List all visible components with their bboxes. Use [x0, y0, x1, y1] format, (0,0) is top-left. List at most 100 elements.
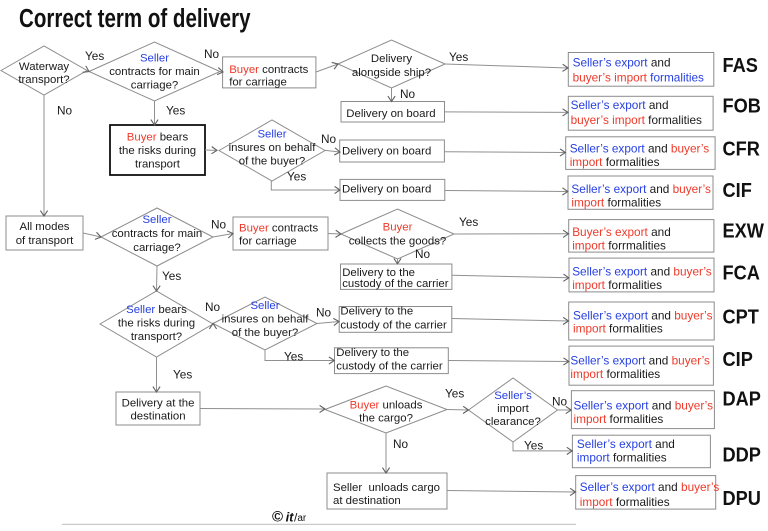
- svg-text:No: No: [400, 87, 416, 101]
- svg-text:No: No: [415, 247, 431, 261]
- svg-text:carriage?: carriage?: [131, 79, 179, 91]
- svg-text:Delivery on board: Delivery on board: [346, 108, 435, 120]
- svg-text:©it/ar: ©it/ar: [272, 509, 307, 526]
- svg-text:Delivery on board: Delivery on board: [342, 145, 431, 157]
- svg-text:destination: destination: [130, 411, 185, 423]
- svg-text:Buyer contracts: Buyer contracts: [229, 64, 308, 76]
- svg-text:No: No: [393, 437, 409, 451]
- svg-text:at destination: at destination: [333, 495, 401, 507]
- svg-text:collects the goods?: collects the goods?: [349, 235, 447, 247]
- svg-text:import formalities: import formalities: [571, 196, 661, 210]
- svg-text:the risks during: the risks during: [118, 317, 195, 329]
- svg-text:import formalities: import formalities: [574, 412, 664, 426]
- svg-text:CFR: CFR: [723, 139, 761, 161]
- svg-text:Yes: Yes: [162, 269, 181, 283]
- svg-text:Delivery: Delivery: [371, 53, 412, 65]
- svg-text:Buyer’s export and: Buyer’s export and: [572, 225, 671, 239]
- svg-text:transport?: transport?: [131, 331, 182, 343]
- svg-text:the risks during: the risks during: [119, 145, 196, 157]
- svg-text:insures on behalf: insures on behalf: [222, 314, 310, 326]
- svg-text:CIP: CIP: [723, 349, 754, 371]
- svg-text:Yes: Yes: [173, 368, 192, 382]
- svg-text:Yes: Yes: [284, 350, 303, 364]
- svg-text:Delivery to the: Delivery to the: [342, 267, 415, 279]
- svg-text:of the buyer?: of the buyer?: [239, 156, 306, 168]
- svg-text:Yes: Yes: [449, 50, 468, 64]
- svg-text:Seller’s export and: Seller’s export and: [577, 437, 675, 451]
- svg-text:No: No: [205, 300, 221, 314]
- svg-text:Seller: Seller: [142, 214, 171, 226]
- svg-text:Seller’s export and buyer’s: Seller’s export and buyer’s: [574, 399, 714, 413]
- svg-text:Delivery to the: Delivery to the: [340, 306, 413, 318]
- svg-text:of transport: of transport: [16, 235, 74, 247]
- svg-text:Seller’s export and buyer’s: Seller’s export and buyer’s: [580, 480, 720, 494]
- svg-text:Yes: Yes: [166, 104, 185, 118]
- svg-text:DDP: DDP: [723, 445, 762, 467]
- svg-text:No: No: [321, 132, 337, 146]
- svg-text:transport?: transport?: [18, 74, 69, 86]
- svg-text:Seller’s export and: Seller’s export and: [573, 56, 671, 70]
- svg-text:custody of the carrier: custody of the carrier: [336, 361, 443, 373]
- svg-text:DPU: DPU: [723, 488, 761, 510]
- svg-text:contracts for main: contracts for main: [112, 228, 203, 240]
- svg-text:Yes: Yes: [524, 439, 543, 453]
- svg-text:for carriage: for carriage: [239, 236, 297, 248]
- svg-text:No: No: [316, 306, 332, 320]
- svg-text:import formalities: import formalities: [570, 155, 660, 169]
- svg-text:Delivery on board: Delivery on board: [342, 184, 431, 196]
- svg-text:for carriage: for carriage: [229, 77, 287, 89]
- svg-text:All modes: All modes: [19, 221, 69, 233]
- svg-text:No: No: [552, 395, 568, 409]
- svg-text:Buyer contracts: Buyer contracts: [239, 222, 318, 234]
- svg-text:Seller: Seller: [140, 53, 169, 65]
- svg-text:carriage?: carriage?: [133, 242, 181, 254]
- svg-text:FAS: FAS: [723, 55, 758, 77]
- svg-text:Yes: Yes: [287, 170, 306, 184]
- svg-text:EXW: EXW: [723, 221, 765, 243]
- svg-text:contracts for main: contracts for main: [109, 66, 200, 78]
- svg-text:No: No: [57, 104, 73, 118]
- svg-text:No: No: [211, 218, 227, 232]
- svg-text:buyer’s import formalities: buyer’s import formalities: [571, 113, 702, 127]
- svg-text:No: No: [204, 47, 220, 61]
- svg-text:Delivery at the: Delivery at the: [122, 398, 195, 410]
- svg-text:Buyer bears: Buyer bears: [127, 131, 189, 143]
- svg-text:Seller’s export and buyer’s: Seller’s export and buyer’s: [572, 265, 712, 279]
- svg-text:CIF: CIF: [723, 180, 752, 202]
- svg-text:insures on behalf: insures on behalf: [229, 142, 317, 154]
- svg-text:Correct term of delivery: Correct term of delivery: [19, 4, 251, 33]
- svg-text:Seller bears: Seller bears: [126, 304, 187, 316]
- svg-text:alongside ship?: alongside ship?: [352, 67, 431, 79]
- svg-text:Yes: Yes: [445, 387, 464, 401]
- svg-text:Seller’s export and buyer’s: Seller’s export and buyer’s: [573, 308, 713, 322]
- svg-text:import formalities: import formalities: [577, 451, 667, 465]
- svg-text:import formalities: import formalities: [572, 278, 662, 292]
- svg-text:Seller’s: Seller’s: [494, 390, 532, 402]
- svg-text:Yes: Yes: [459, 215, 478, 229]
- svg-text:the cargo?: the cargo?: [359, 412, 413, 424]
- svg-text:import formalities: import formalities: [580, 495, 670, 509]
- svg-text:buyer’s import formalities: buyer’s import formalities: [573, 70, 704, 84]
- svg-text:Waterway: Waterway: [19, 61, 70, 73]
- svg-text:custody of the carrier: custody of the carrier: [340, 319, 447, 331]
- svg-text:Seller’s export and: Seller’s export and: [571, 98, 669, 112]
- svg-text:Delivery to the: Delivery to the: [336, 347, 409, 359]
- svg-text:FCA: FCA: [723, 263, 761, 285]
- svg-text:import forrmalities: import forrmalities: [572, 238, 666, 252]
- svg-text:Seller’s export and buyer’s: Seller’s export and buyer’s: [570, 353, 710, 367]
- svg-text:import formalities: import formalities: [573, 322, 663, 336]
- svg-text:Seller unloads cargo: Seller unloads cargo: [333, 482, 440, 494]
- svg-text:import: import: [497, 403, 529, 415]
- svg-text:Buyer unloads: Buyer unloads: [350, 399, 423, 411]
- svg-text:clearance?: clearance?: [485, 416, 541, 428]
- svg-text:of the buyer?: of the buyer?: [232, 327, 299, 339]
- svg-text:Seller: Seller: [250, 300, 279, 312]
- svg-text:Buyer: Buyer: [383, 222, 413, 234]
- svg-text:Yes: Yes: [85, 49, 104, 63]
- svg-text:CPT: CPT: [723, 307, 760, 329]
- svg-text:DAP: DAP: [723, 389, 762, 411]
- svg-text:FOB: FOB: [723, 96, 761, 118]
- svg-text:Seller: Seller: [257, 129, 286, 141]
- svg-text:import formalities: import formalities: [570, 367, 660, 381]
- svg-text:Seller’s export and buyer’s: Seller’s export and buyer’s: [570, 141, 710, 155]
